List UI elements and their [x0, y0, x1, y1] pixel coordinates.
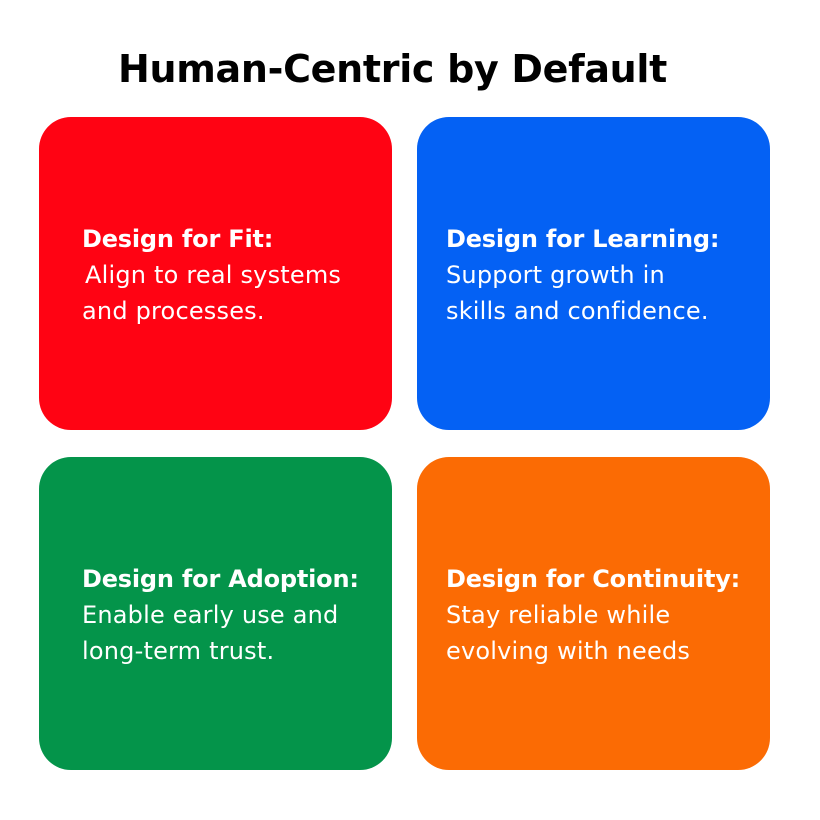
- card-heading: Design for Fit:: [82, 225, 274, 253]
- card-design-for-continuity: Design for Continuity: Stay reliable whi…: [417, 457, 770, 770]
- card-design-for-adoption: Design for Adoption: Enable early use an…: [39, 457, 392, 770]
- page-title: Human-Centric by Default: [117, 47, 668, 91]
- card-heading: Design for Continuity:: [446, 565, 741, 593]
- card-description-line: and processes.: [82, 297, 265, 325]
- card-text: Design for Learning: Support growth in s…: [446, 221, 746, 329]
- card-text: Design for Fit: Align to real systems an…: [82, 221, 382, 329]
- card-description-line: Support growth in: [446, 261, 665, 289]
- card-heading: Design for Learning:: [446, 225, 720, 253]
- card-description-line: skills and confidence.: [446, 297, 709, 325]
- card-description-line: evolving with needs: [446, 637, 691, 665]
- card-description-line: long-term trust.: [82, 637, 275, 665]
- card-design-for-fit: Design for Fit: Align to real systems an…: [39, 117, 392, 430]
- card-description-line: Stay reliable while: [446, 601, 671, 629]
- card-heading: Design for Adoption:: [82, 565, 359, 593]
- card-design-for-learning: Design for Learning: Support growth in s…: [417, 117, 770, 430]
- card-text: Design for Adoption: Enable early use an…: [82, 561, 382, 669]
- card-description-line: Enable early use and: [82, 601, 339, 629]
- card-text: Design for Continuity: Stay reliable whi…: [446, 561, 746, 669]
- card-description-line: Align to real systems: [85, 261, 342, 289]
